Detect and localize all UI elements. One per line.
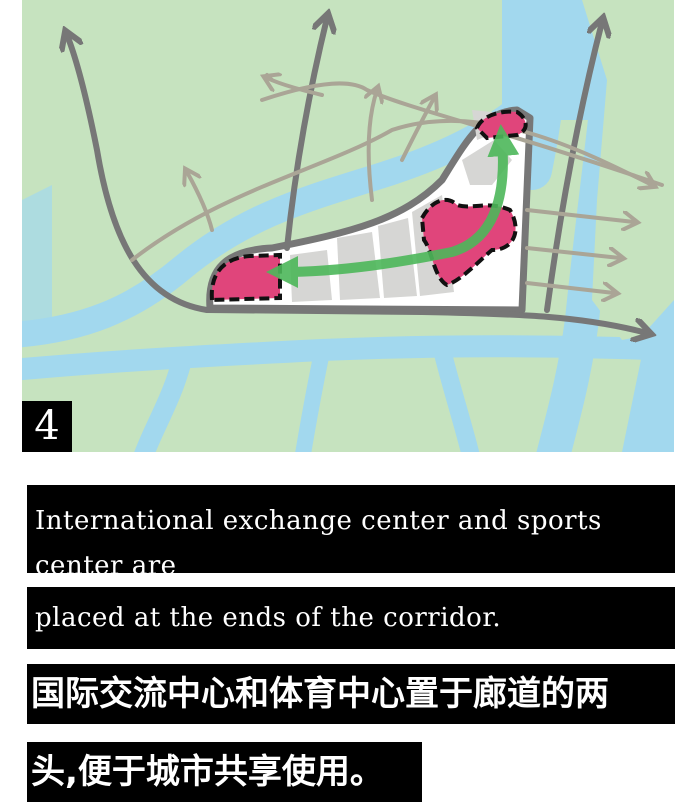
sec-road-right-1: [525, 208, 634, 222]
sec-road-arrow-up-3: [400, 98, 434, 162]
sec-road-right-3: [525, 281, 614, 293]
corridor-arrows: [265, 124, 520, 288]
secondary-roads: [130, 75, 664, 293]
road-inner-right: [519, 115, 533, 313]
river-lower-branch-3: [295, 344, 330, 452]
sec-road-arrow-up-1: [187, 172, 214, 232]
road-center-vertical: [284, 18, 327, 251]
river-lower-branch-2: [433, 341, 480, 452]
left-water-strip: [22, 185, 52, 330]
panel-number: 4: [34, 403, 60, 449]
caption-zh-text2: 头,便于城市共享使用。: [31, 752, 384, 792]
sec-road-arrow-up-2: [369, 90, 377, 202]
caption-en-line2: placed at the ends of the corridor.: [27, 587, 675, 649]
road-bottom: [204, 307, 647, 333]
right-water-strip: [622, 300, 674, 452]
panel-number-badge: 4: [22, 401, 72, 452]
caption-zh-line1: 国际交流中心和体育中心置于廊道的两: [27, 664, 675, 724]
road-left-arc: [67, 35, 210, 313]
corridor-arrow-north: [447, 124, 520, 257]
sec-road-top-arrow: [267, 78, 324, 97]
caption-zh-line2: 头,便于城市共享使用。: [27, 742, 422, 802]
caption-en-text1: International exchange center and sports…: [35, 506, 602, 573]
site-diagram: [22, 0, 674, 452]
exchange-center-west: [209, 252, 282, 303]
sec-road-top-left: [260, 81, 664, 187]
river-lower-branch: [134, 350, 192, 452]
caption-en-line1: International exchange center and sports…: [27, 485, 675, 573]
caption-en-text2: placed at the ends of the corridor.: [35, 603, 502, 633]
caption-zh-text1: 国际交流中心和体育中心置于廊道的两: [31, 674, 609, 714]
sec-road-long: [130, 118, 652, 262]
corridor-arrow-west: [265, 247, 457, 288]
sec-road-right-2: [525, 246, 620, 258]
